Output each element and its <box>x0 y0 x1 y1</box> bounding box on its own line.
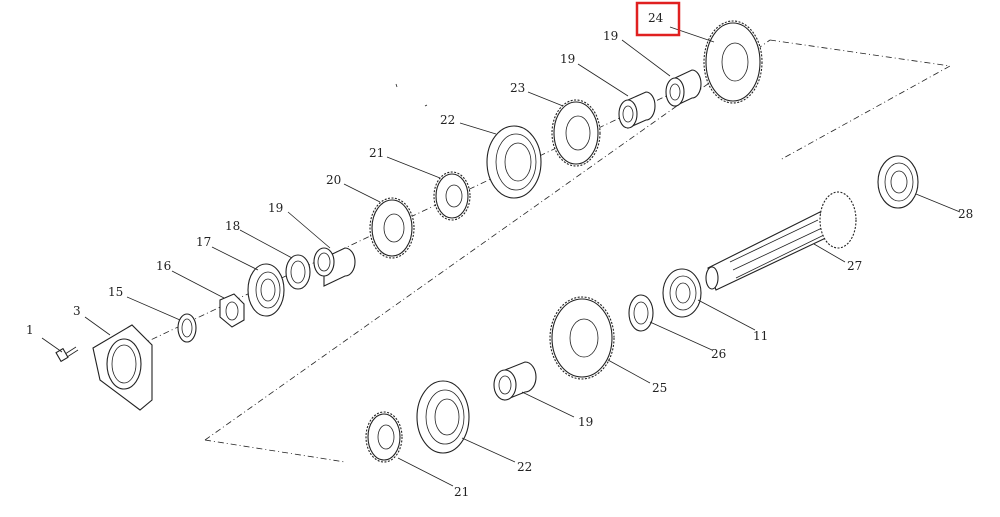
part-21-gear-a[interactable] <box>433 171 471 221</box>
stray-mark <box>424 104 428 107</box>
part-25-gear[interactable] <box>549 296 615 380</box>
part-22-synchronizer-a[interactable] <box>486 125 542 199</box>
callout-19: 19 <box>560 52 575 66</box>
centerline-diagonal <box>204 39 771 441</box>
part-18-ring[interactable] <box>285 254 311 290</box>
callout-22: 22 <box>440 113 455 127</box>
part-23-gear[interactable] <box>551 99 601 167</box>
callout-19: 19 <box>603 29 618 43</box>
callout-27: 27 <box>847 259 862 273</box>
part-19-bushing-b[interactable] <box>618 91 656 129</box>
part-20-gear[interactable] <box>369 197 415 259</box>
callout-20: 20 <box>326 173 341 187</box>
part-19-bushing-c[interactable] <box>665 69 702 107</box>
callout-labels: 1 3 15 16 17 18 19 20 21 22 23 19 19 24 … <box>26 11 973 499</box>
callout-16: 16 <box>156 259 171 273</box>
callout-1: 1 <box>26 323 34 337</box>
part-1-bolt[interactable] <box>55 346 79 363</box>
part-17-bearing[interactable] <box>247 263 285 317</box>
callout-23: 23 <box>510 81 525 95</box>
stray-mark <box>395 83 398 88</box>
callout-11: 11 <box>753 329 768 343</box>
callout-26: 26 <box>711 347 726 361</box>
centerline-lower <box>204 439 346 463</box>
part-21-gear-b[interactable] <box>365 411 403 463</box>
part-11-bearing[interactable] <box>662 268 702 318</box>
callout-17: 17 <box>196 235 211 249</box>
highlight-box <box>635 1 681 37</box>
callout-15: 15 <box>108 285 123 299</box>
callout-19: 19 <box>578 415 593 429</box>
part-26-washer[interactable] <box>628 294 654 332</box>
part-3-flange[interactable] <box>92 324 153 411</box>
part-19-bushing-d[interactable] <box>493 361 537 401</box>
callout-24: 24 <box>648 11 664 25</box>
callout-21: 21 <box>369 146 384 160</box>
part-28-bearing[interactable] <box>877 155 919 209</box>
part-16-nut[interactable] <box>219 293 245 328</box>
part-24-gear[interactable] <box>703 20 763 104</box>
part-22-synchronizer-b[interactable] <box>416 380 470 454</box>
callout-18: 18 <box>225 219 240 233</box>
part-19-bushing-a[interactable] <box>313 247 356 287</box>
callout-3: 3 <box>73 304 81 318</box>
callout-25: 25 <box>652 381 667 395</box>
centerline-upper <box>769 39 952 161</box>
callout-28: 28 <box>958 207 973 221</box>
callout-19: 19 <box>268 201 283 215</box>
callout-21: 21 <box>454 485 469 499</box>
part-27-shaft[interactable] <box>705 191 857 291</box>
leader-lines <box>41 26 961 487</box>
shaft-axis <box>139 79 701 346</box>
part-15-washer[interactable] <box>177 313 197 343</box>
callout-22: 22 <box>517 460 532 474</box>
